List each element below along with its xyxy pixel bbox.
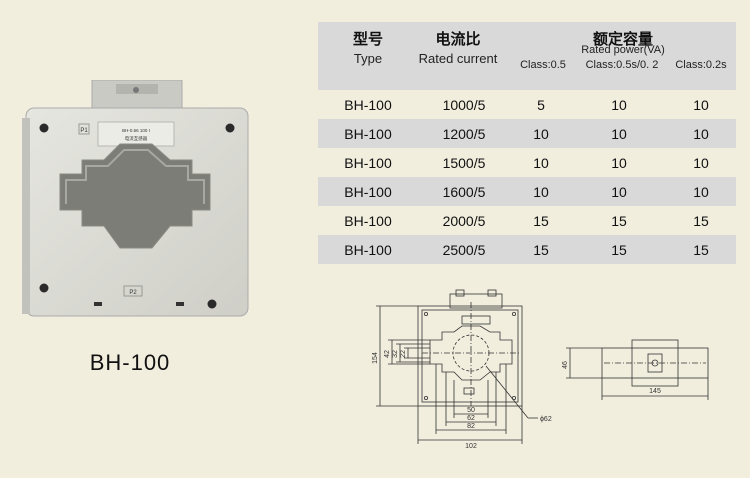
header-type-en: Type (353, 51, 383, 66)
cell-type: BH-100 (344, 154, 392, 171)
dim-154: 154 (372, 352, 379, 364)
header-class-05s-02: Class:0.5s/0. 2 (585, 59, 659, 71)
cell-ratio: 2500/5 (442, 241, 486, 258)
cell-type: BH-100 (344, 241, 392, 258)
nameplate (97, 121, 175, 147)
cell-class-05: 10 (533, 154, 549, 171)
header-class-02s: Class:0.2s (675, 59, 727, 71)
side-view (601, 339, 709, 387)
front-view (417, 289, 523, 407)
dim-102: 102 (465, 443, 477, 450)
cell-class-05: 15 (533, 212, 549, 229)
table-body: BH-100 1000/5 5 10 10 BH-100 1200/5 10 10 10 BH-… (318, 90, 736, 264)
cell-class-05s: 10 (611, 183, 627, 200)
dim-42: 42 (384, 350, 391, 358)
table-row: BH-100 2500/5 15 15 15 (318, 235, 736, 264)
header-class-05: Class:0.5 (520, 59, 566, 71)
cell-type: BH-100 (344, 125, 392, 142)
cell-class-05s: 15 (611, 212, 627, 229)
cell-class-05s: 10 (611, 125, 627, 142)
table-row: BH-100 2000/5 15 15 15 (318, 206, 736, 235)
table-row: BH-100 1500/5 10 10 10 (318, 148, 736, 177)
header-ratio-cn: 电流比 (435, 31, 481, 48)
table-row: BH-100 1600/5 10 10 10 (318, 177, 736, 206)
table-row: BH-100 1200/5 10 10 10 (318, 119, 736, 148)
cell-class-02s: 10 (693, 125, 709, 142)
cell-type: BH-100 (344, 183, 392, 200)
dim-145: 145 (649, 388, 661, 395)
table-row: BH-100 1000/5 5 10 10 (318, 90, 736, 119)
cell-class-05s: 10 (611, 96, 627, 113)
nameplate-line1: BH-0.66 100 I (122, 128, 150, 133)
mount-hole (207, 299, 217, 309)
cell-ratio: 1000/5 (442, 96, 486, 113)
header-type-cn: 型号 (352, 31, 383, 48)
header-capacity-en: Rated power(VA) (581, 44, 665, 56)
cell-class-05: 15 (533, 241, 549, 258)
cell-class-05s: 10 (611, 154, 627, 171)
mount-hole (39, 123, 49, 133)
mount-hole (39, 283, 49, 293)
dim-50: 50 (467, 407, 475, 414)
header-ratio-en: Rated current (418, 51, 498, 66)
spec-table: 型号 Type 电流比 Rated current 额定容量 Rated pow… (318, 22, 736, 264)
cell-class-02s: 10 (693, 154, 709, 171)
cell-ratio: 1600/5 (442, 183, 486, 200)
cell-class-02s: 15 (693, 212, 709, 229)
cell-type: BH-100 (344, 212, 392, 229)
dim-22: 22 (400, 350, 407, 358)
cell-ratio: 1500/5 (442, 154, 486, 171)
cell-ratio: 1200/5 (442, 125, 486, 142)
terminal-p1-mark: P1 (80, 128, 88, 134)
dimension-drawing: 154 42 32 22 50 62 82 102 ϕ62 46 145 (372, 289, 709, 450)
cell-ratio: 2000/5 (442, 212, 486, 229)
cell-class-02s: 15 (693, 241, 709, 258)
dim-32: 32 (392, 350, 399, 358)
cell-class-05s: 15 (611, 241, 627, 258)
nameplate-line2: 电流互感器 (125, 135, 148, 142)
cell-class-05: 10 (533, 125, 549, 142)
cell-class-02s: 10 (693, 96, 709, 113)
cell-class-05: 5 (537, 96, 545, 113)
dim-phi62: ϕ62 (540, 416, 552, 423)
mount-hole (225, 123, 235, 133)
dim-82: 82 (467, 423, 475, 430)
terminal-p2-mark: P2 (129, 290, 137, 296)
cell-class-05: 10 (533, 183, 549, 200)
product-caption: BH-100 (89, 350, 171, 375)
table-header: 型号 Type 电流比 Rated current 额定容量 Rated pow… (318, 22, 736, 90)
product-image: BH-0.66 100 I 电流互感器 P1 P2 (22, 80, 249, 317)
cell-type: BH-100 (344, 96, 392, 113)
conductor-window (59, 143, 211, 249)
dim-46: 46 (562, 361, 569, 369)
cell-class-02s: 10 (693, 183, 709, 200)
header-capacity-cn: 额定容量 (592, 31, 653, 48)
dim-62: 62 (467, 415, 475, 422)
